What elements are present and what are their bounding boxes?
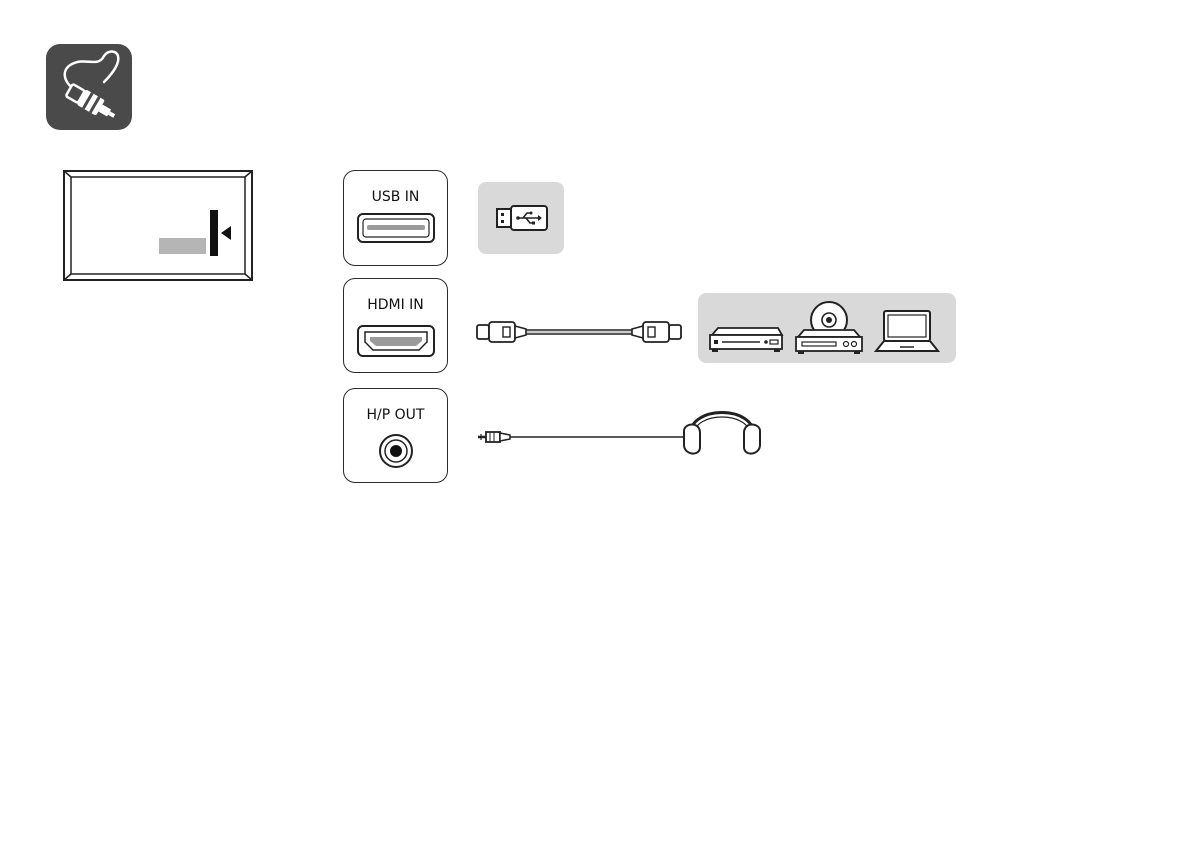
laptop-icon — [874, 309, 940, 355]
set-top-box-icon — [708, 325, 784, 355]
usb-port-icon — [357, 213, 435, 243]
headphones-icon — [680, 395, 764, 459]
audio-jack-port-icon — [378, 433, 414, 469]
source-devices-panel — [698, 293, 956, 363]
hdmi-in-port: HDMI IN — [343, 278, 448, 373]
hdmi-in-label: HDMI IN — [344, 297, 447, 313]
usb-flash-drive-icon — [478, 182, 564, 254]
cable-plug-icon — [46, 44, 132, 130]
tv-rear-panel-icon — [63, 170, 253, 281]
hdmi-cable-icon — [474, 317, 684, 347]
hdmi-port-icon — [357, 325, 435, 357]
usb-in-label: USB IN — [344, 189, 447, 205]
headphone-out-label: H/P OUT — [344, 407, 447, 423]
headphone-out-port: H/P OUT — [343, 388, 448, 483]
usb-in-port: USB IN — [343, 170, 448, 266]
dvd-player-icon — [794, 299, 864, 357]
